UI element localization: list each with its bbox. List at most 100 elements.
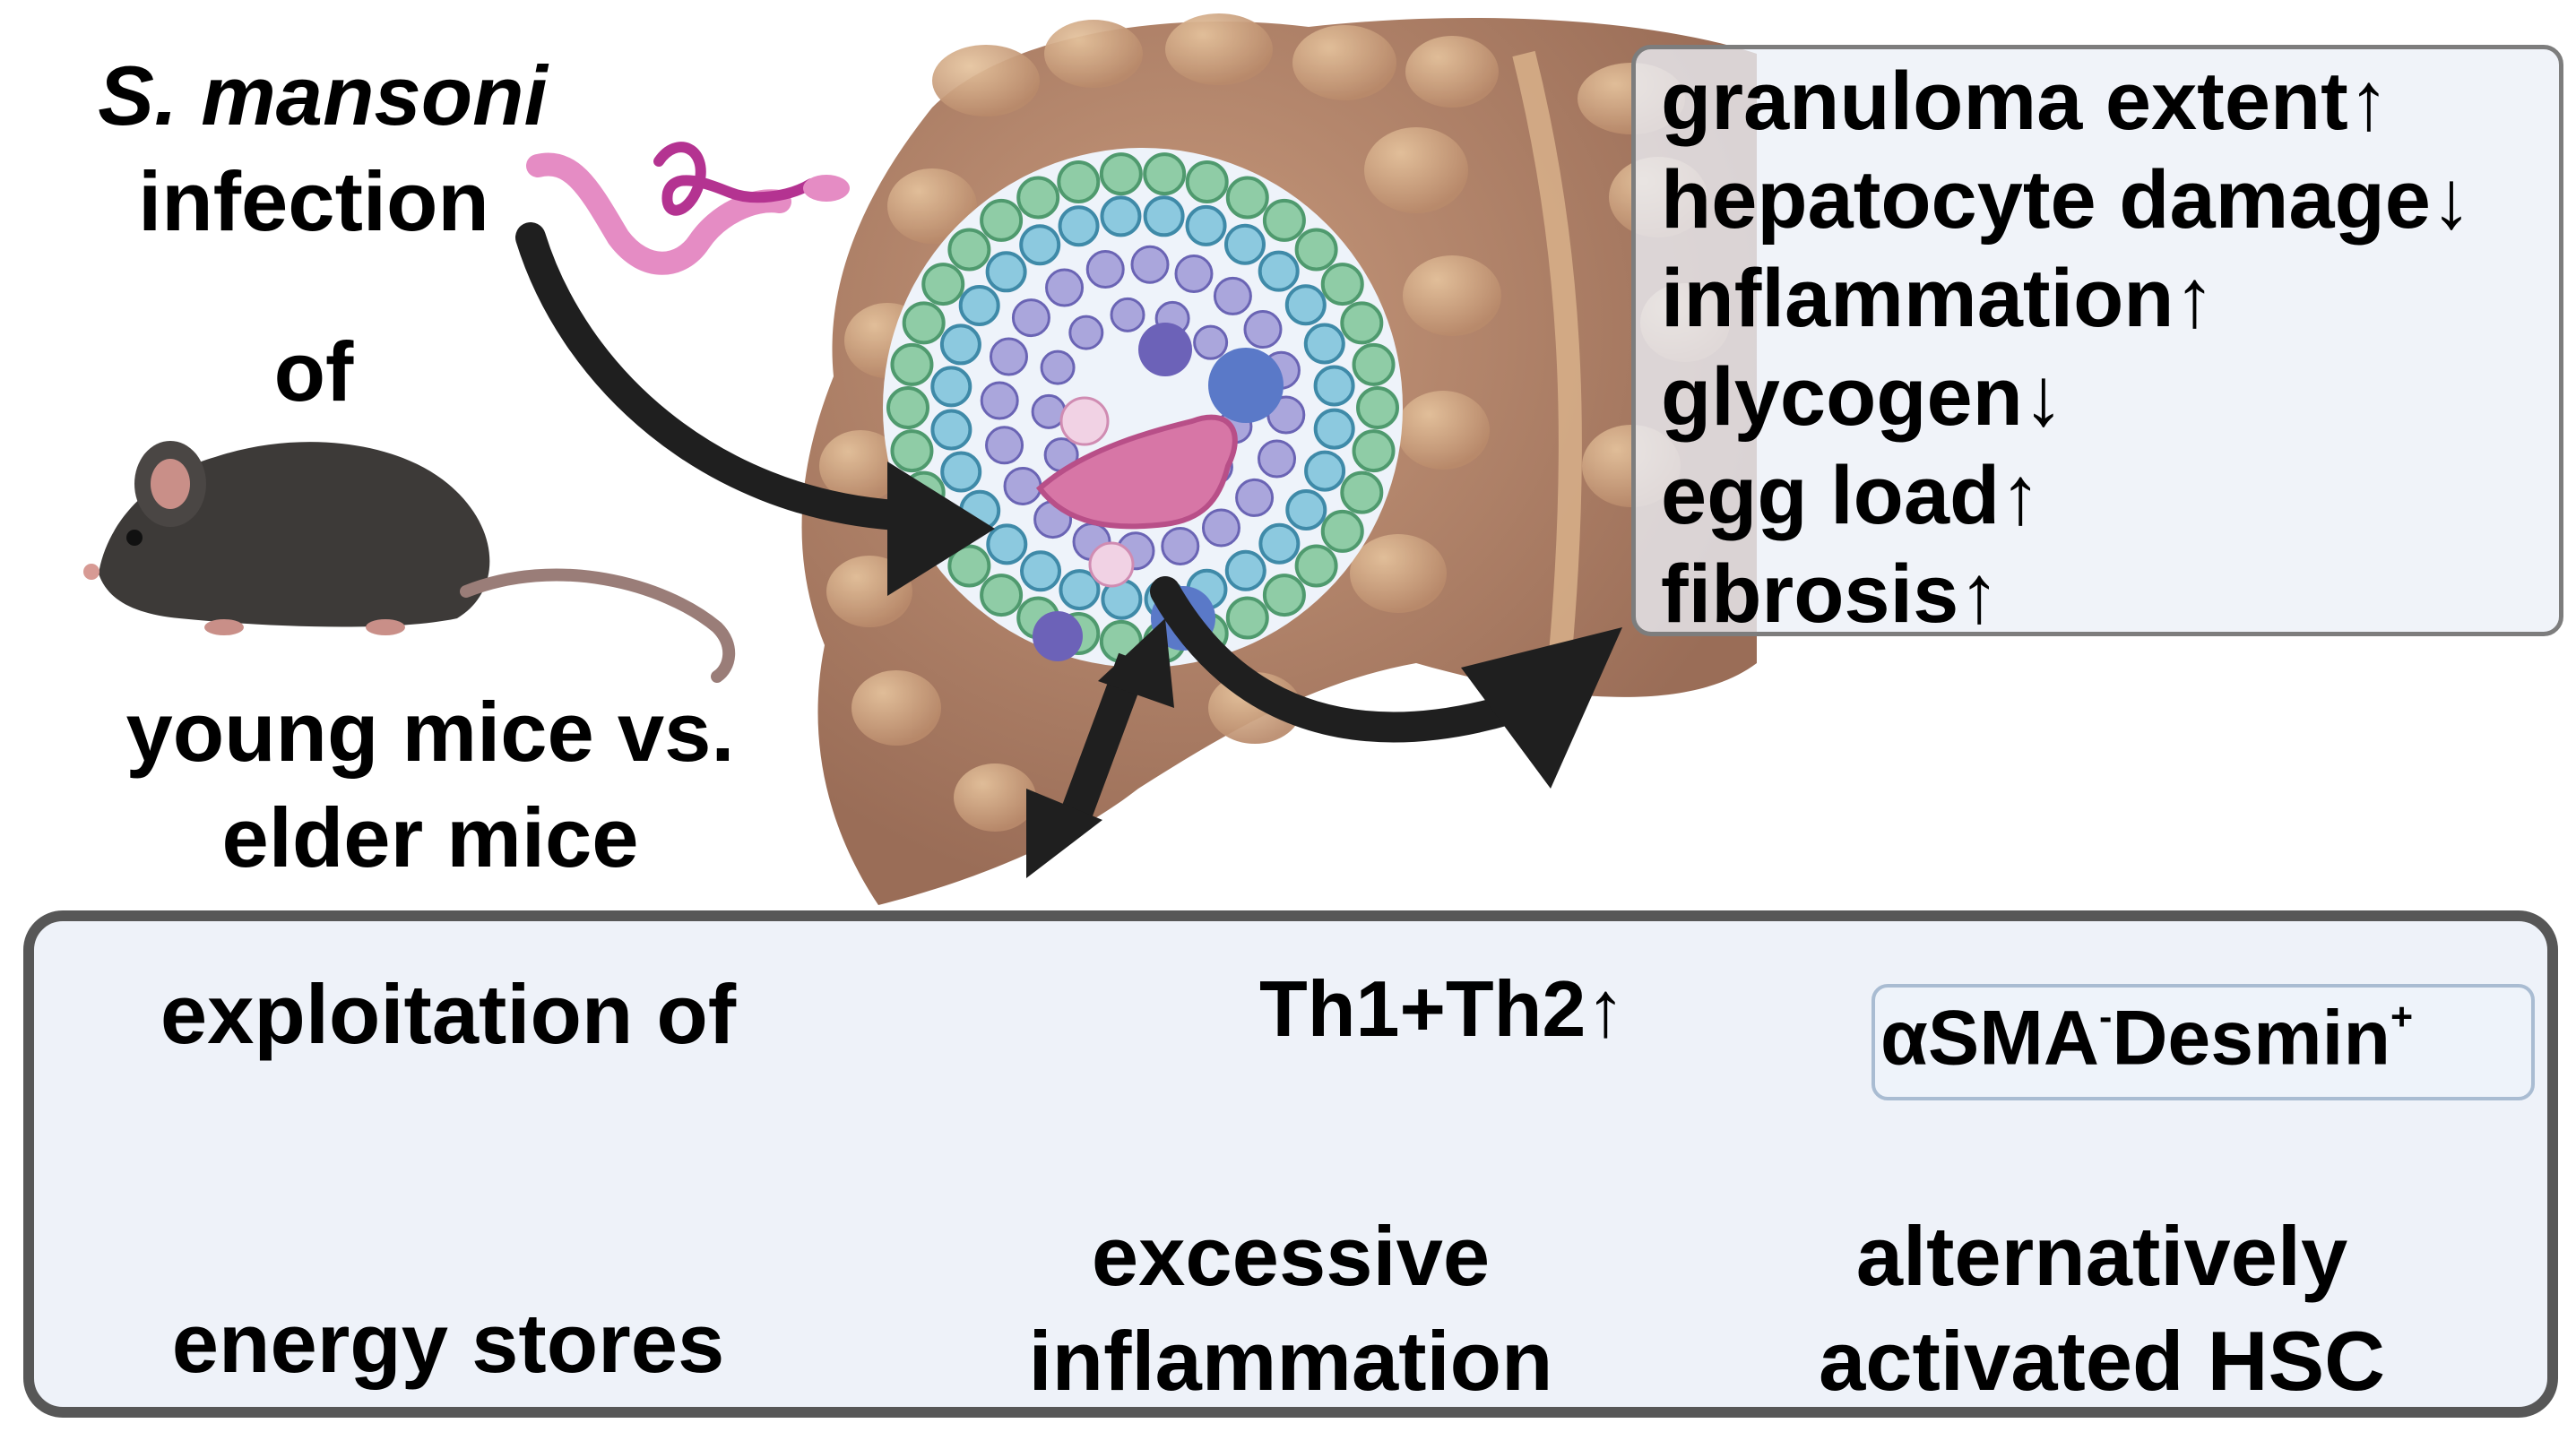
outcome-arrowhead [1461, 627, 1622, 789]
comparison-line-1: young mice vs. [125, 685, 735, 779]
granuloma-cell [1099, 152, 1143, 196]
granuloma-cell [1213, 276, 1252, 315]
granuloma-cell [1225, 596, 1269, 640]
granuloma-cell [930, 366, 972, 408]
granuloma-cell [890, 342, 934, 386]
granuloma-cell [930, 409, 972, 451]
hsc-line-1: alternatively [1855, 1209, 2348, 1303]
effects-box: granuloma extent↑ hepatocyte damage↓ inf… [1631, 45, 2563, 636]
granuloma-cell [1258, 522, 1301, 565]
granuloma-cell [1284, 284, 1327, 326]
energy-line-2: energy stores [171, 1296, 725, 1390]
granuloma-cell [1174, 254, 1214, 293]
effect-item: inflammation↑ [1661, 253, 2216, 344]
granuloma-cell [1003, 466, 1042, 505]
cytokine-label: Th1+Th2↑ [1259, 964, 1626, 1053]
granuloma-cell [1161, 526, 1200, 565]
granuloma-cell [1340, 301, 1384, 345]
granuloma-cell [1193, 324, 1229, 360]
granuloma-cell [1294, 228, 1338, 272]
infection-label: infection [138, 154, 489, 248]
granuloma-cell [980, 574, 1024, 617]
granuloma-cell [1016, 176, 1060, 220]
granuloma-cell [1258, 439, 1297, 479]
schistosome-worm-icon [526, 142, 850, 275]
energy-line-1: exploitation of [160, 967, 737, 1061]
granuloma-cell [1085, 250, 1125, 289]
granuloma-cell [1340, 470, 1384, 514]
granuloma-cell [1262, 198, 1306, 242]
granuloma-cell [1356, 386, 1399, 429]
inflammation-line-2: inflammation [1028, 1314, 1553, 1408]
granuloma-cell [1313, 408, 1355, 450]
granuloma-cell [1320, 509, 1364, 553]
granuloma-cell [1059, 569, 1101, 611]
granuloma-cell [940, 451, 982, 493]
granuloma-cell [1110, 297, 1145, 332]
granuloma-cell [985, 251, 1027, 293]
granuloma-cell [1352, 429, 1396, 473]
granuloma-cell [902, 301, 946, 345]
marker-box [1871, 984, 2535, 1100]
bidirectional-arrow [1026, 618, 1174, 878]
granuloma-cell [1045, 268, 1085, 307]
granuloma-cell [1019, 224, 1061, 266]
granuloma-cell [1143, 195, 1185, 237]
granuloma-cell [1235, 478, 1275, 517]
organism-label: S. mansoni [98, 48, 548, 142]
granuloma-cell [985, 426, 1024, 465]
granuloma-cell [1258, 250, 1300, 292]
effect-item: hepatocyte damage↓ [1661, 154, 2472, 246]
effect-item: glycogen↓ [1661, 351, 2064, 443]
granuloma-cell [1058, 205, 1100, 247]
granuloma-cell [1185, 160, 1229, 204]
comparison-line-2: elder mice [221, 790, 639, 884]
granuloma-cell [1130, 245, 1170, 284]
effect-item: fibrosis↑ [1661, 548, 2001, 640]
granuloma-cell [1304, 450, 1346, 492]
granuloma-icon [883, 148, 1403, 668]
of-label: of [273, 324, 354, 418]
granuloma-cell [1285, 488, 1327, 531]
granuloma-cell [1224, 549, 1266, 591]
granuloma-cell [1225, 176, 1269, 220]
granuloma-cell [1262, 574, 1306, 617]
granuloma-cell [980, 381, 1019, 420]
infection-arrow [515, 222, 912, 531]
granuloma-cell [1011, 298, 1050, 338]
granuloma-cell [980, 198, 1024, 242]
schistosome-egg-icon [1035, 414, 1238, 530]
granuloma-cell [1020, 550, 1062, 592]
inflammation-line-1: excessive [1091, 1209, 1491, 1303]
granuloma-cell [1243, 310, 1283, 349]
granuloma-cell [921, 263, 965, 306]
granuloma-cell [886, 386, 929, 429]
granuloma-cell [1143, 152, 1187, 196]
granuloma-cell [947, 228, 991, 272]
granuloma-cell [986, 523, 1028, 565]
outcome-arrow [1150, 576, 1557, 743]
marker-label: αSMA-Desmin+ [1880, 995, 2414, 1082]
infection-arrowhead [887, 462, 995, 596]
granuloma-cell [1352, 342, 1396, 386]
granuloma-cell [1223, 223, 1266, 265]
granuloma-cell [1303, 323, 1345, 365]
granuloma-cell [1320, 263, 1364, 306]
granuloma-cell [1100, 195, 1142, 237]
granuloma-cell [958, 285, 1000, 327]
granuloma-cell [1040, 349, 1076, 385]
effect-item: egg load↑ [1661, 450, 2042, 541]
effect-item: granuloma extent↑ [1661, 56, 2390, 147]
granuloma-cell [989, 337, 1028, 376]
granuloma-cell [1294, 544, 1338, 588]
granuloma-cell [939, 323, 981, 366]
granuloma-cell [890, 429, 934, 473]
granuloma-cell [1313, 365, 1355, 407]
mouse-icon [83, 441, 736, 683]
granuloma-cell [947, 544, 991, 588]
granuloma-cell [1201, 508, 1240, 548]
granuloma-cell [1185, 204, 1227, 246]
granuloma-cell [1057, 160, 1101, 204]
granuloma-cell [1068, 315, 1104, 350]
hsc-line-2: activated HSC [1818, 1314, 2386, 1408]
